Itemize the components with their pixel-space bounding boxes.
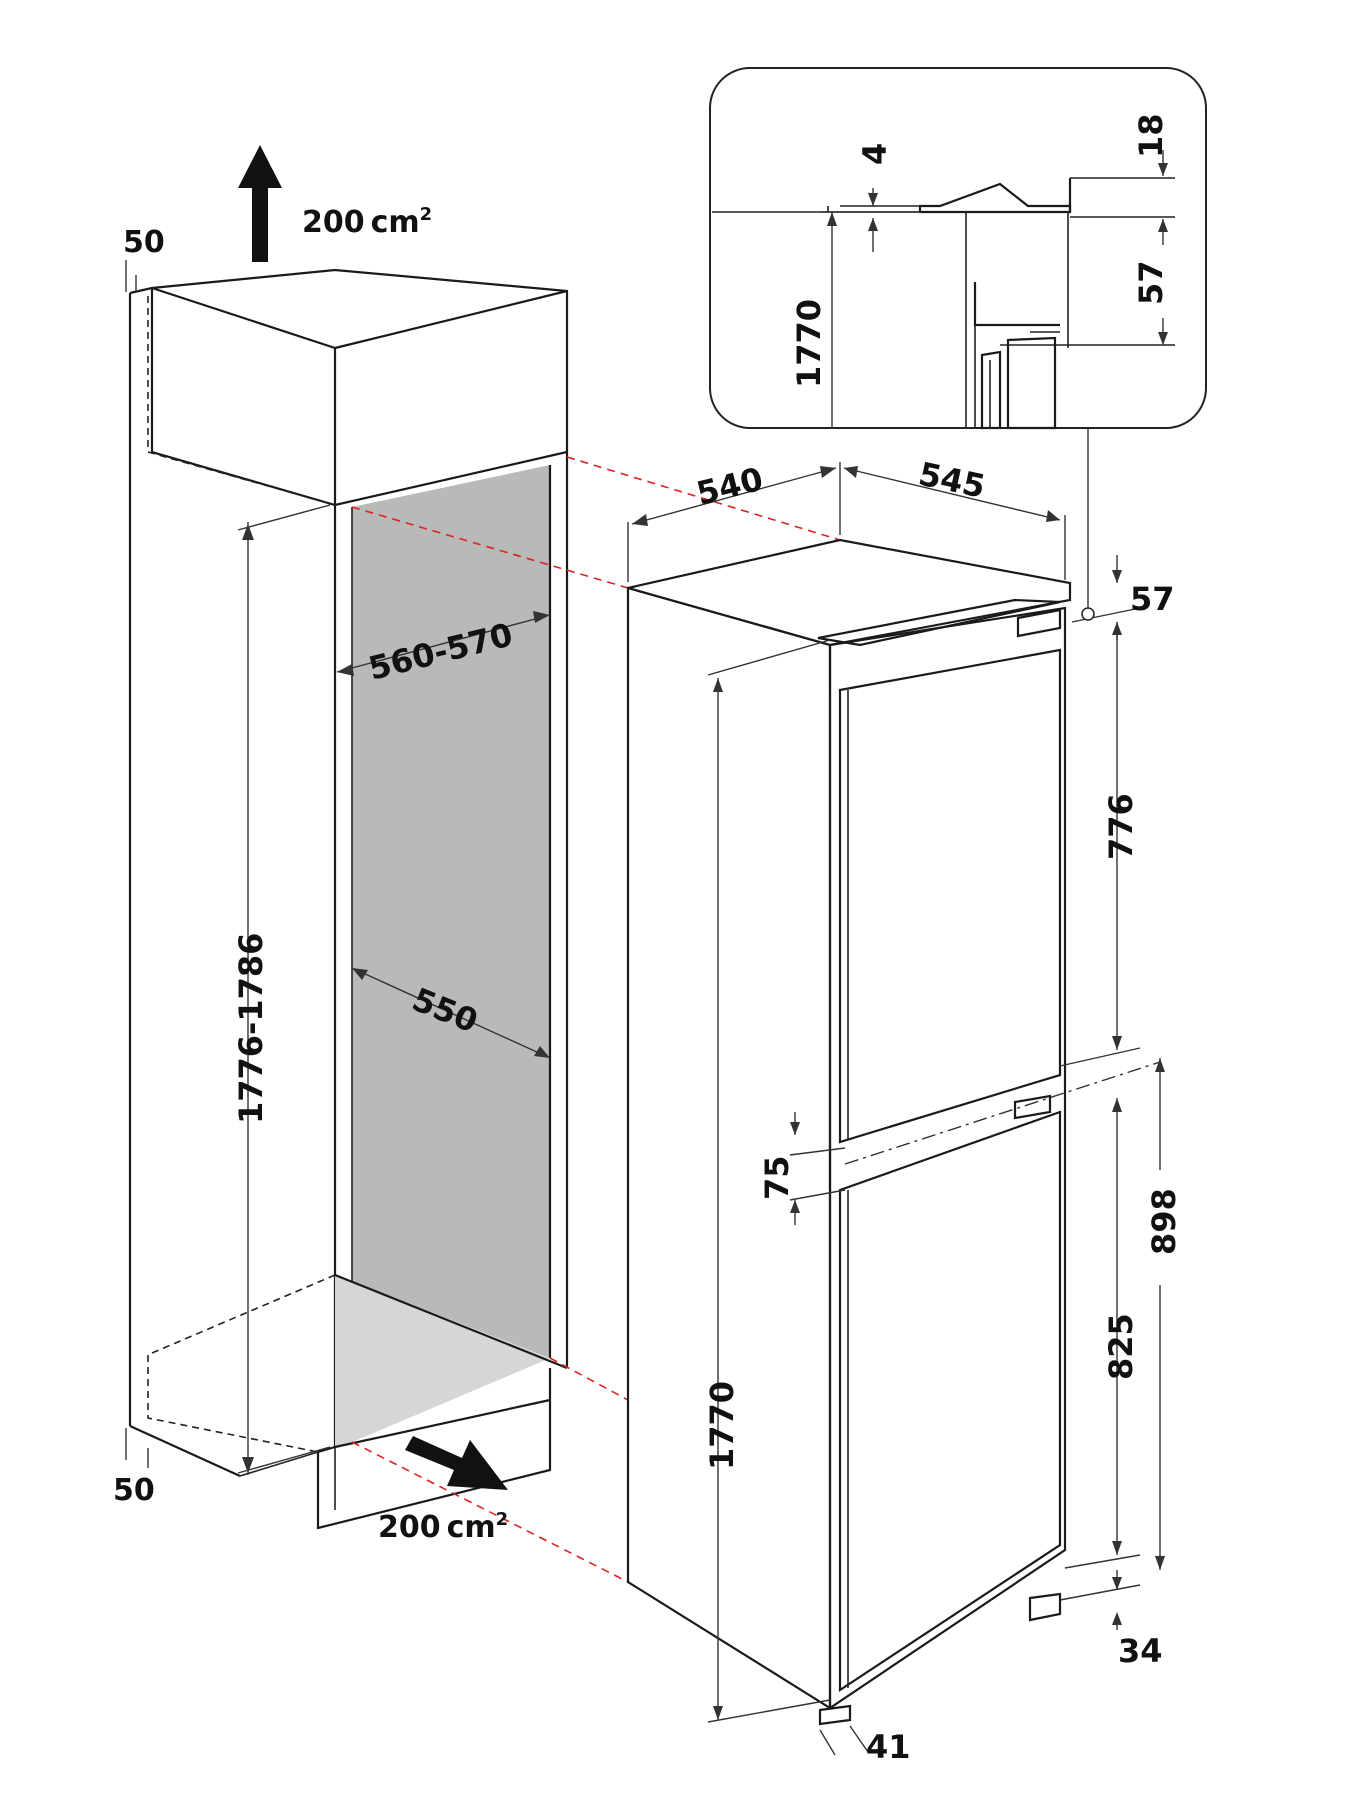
fridge-depth-label: 540 [693,460,767,513]
plinth [316,1368,552,1530]
niche-height-label: 1776-1786 [232,933,270,1124]
upper-door [838,648,1062,1144]
bottom-foot-label: 34 [1118,1632,1163,1670]
base-foot-label: 41 [866,1728,911,1766]
fridge-side [626,586,832,1710]
door-gap-label: 75 [758,1155,796,1200]
lower-door-label: 825 [1102,1313,1140,1380]
foot [1028,1592,1062,1622]
fridge-dimensions [627,428,1165,1756]
fridge-appliance [626,538,1161,1726]
detail-callout-marker [1081,607,1095,621]
upward-vent-arrow-icon [238,145,282,262]
detail-frame [709,67,1207,429]
cabinet-niche [125,145,569,1530]
fridge-width-label: 545 [915,455,988,506]
detail-inset [709,67,1207,430]
fridge-height-label: 1770 [703,1381,741,1470]
detail-4-label: 4 [856,143,894,165]
fridge-top [627,538,1072,647]
top-gap-label: 50 [123,225,165,260]
alignment-lines [351,456,841,1583]
lower-total-label: 898 [1145,1188,1183,1255]
niche-floor [335,1275,550,1447]
detail-height-label: 1770 [790,299,828,388]
lower-door [838,1110,1062,1693]
upper-door-label: 776 [1102,793,1140,860]
detail-18-label: 18 [1132,113,1170,158]
bottom-gap-label: 50 [113,1473,155,1508]
detail-57-label: 57 [1132,260,1170,305]
inlet-vent-arrow-icon [405,1436,508,1490]
niche-back-wall [352,465,550,1442]
top-offset-label: 57 [1130,580,1175,618]
